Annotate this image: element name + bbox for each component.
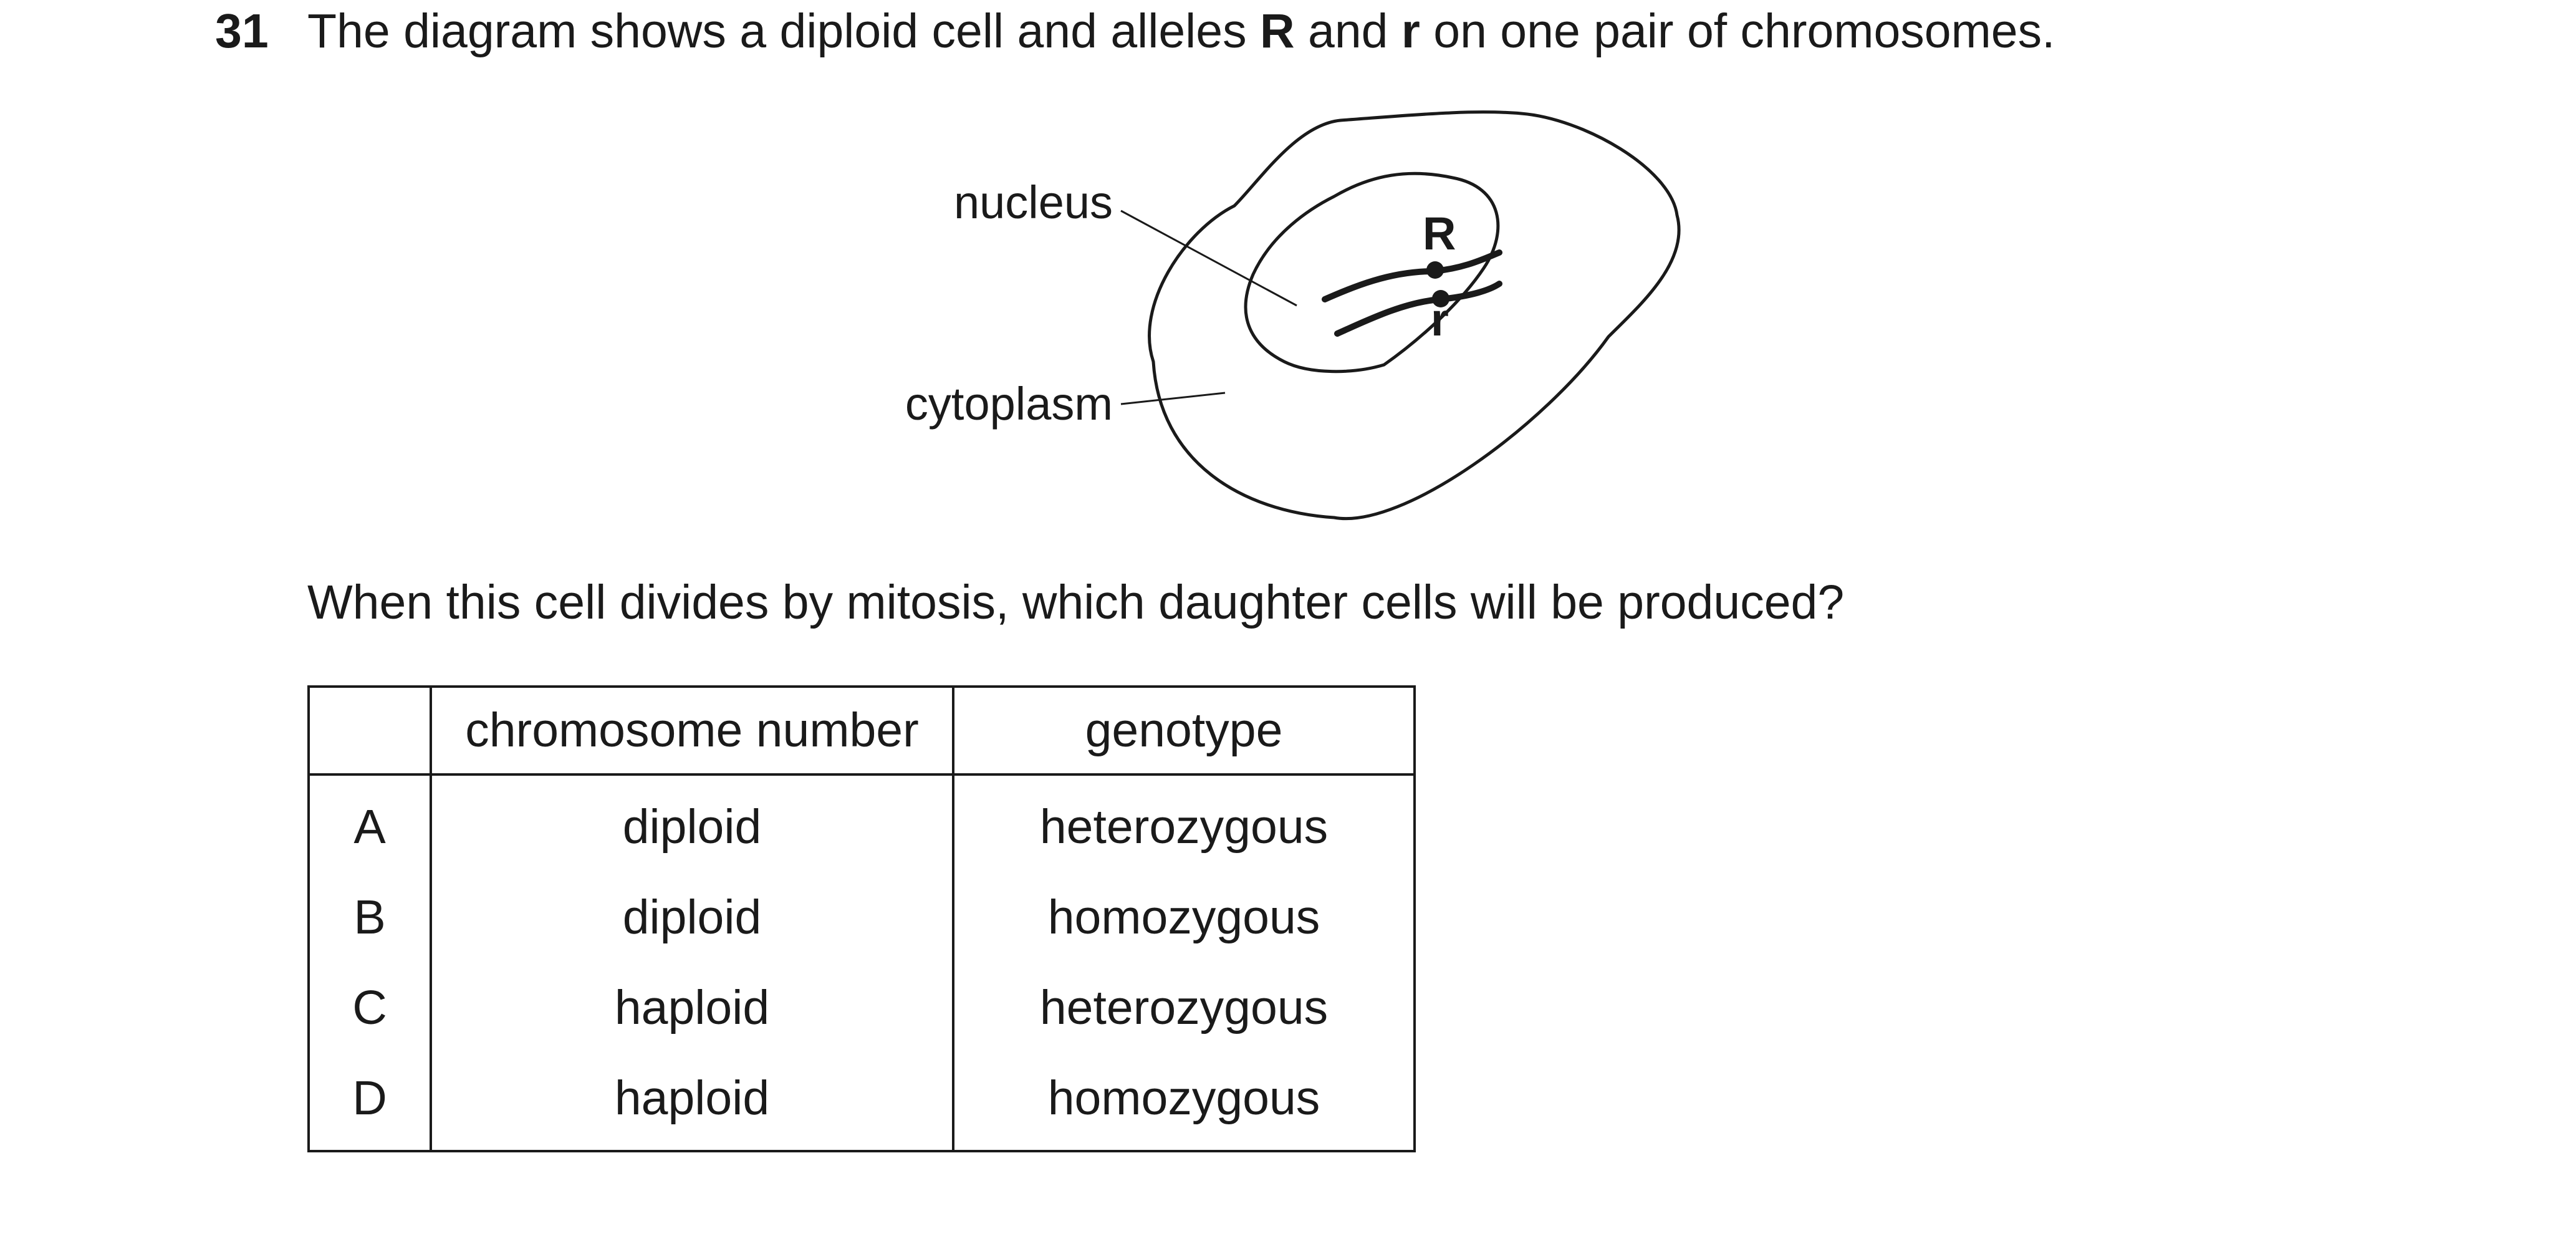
- nucleus-outline: [1244, 171, 1500, 374]
- option-row-c[interactable]: C haploid heterozygous: [307, 963, 1416, 1053]
- header-chromosome-number: chromosome number: [430, 687, 954, 776]
- nucleus-leader-line: [1120, 210, 1297, 307]
- option-row-d[interactable]: D haploid homozygous: [307, 1053, 1416, 1151]
- option-genotype: heterozygous: [952, 774, 1416, 872]
- allele-R-label: R: [1423, 208, 1456, 259]
- question-stem: The diagram shows a diploid cell and all…: [307, 2, 2055, 60]
- allele-r-locus: [1432, 290, 1449, 307]
- question-stem-part-2: and: [1294, 4, 1401, 58]
- option-key: B: [307, 872, 432, 963]
- option-row-a[interactable]: A diploid heterozygous: [307, 774, 1416, 872]
- header-genotype: genotype: [952, 687, 1416, 776]
- option-chromosome-number: haploid: [430, 963, 954, 1053]
- allele-r-label: r: [1431, 294, 1449, 345]
- table-header-row: chromosome number genotype: [307, 687, 1416, 776]
- cell-membrane-outline: [1148, 110, 1681, 521]
- option-chromosome-number: diploid: [430, 774, 954, 872]
- option-key: C: [307, 963, 432, 1053]
- question-stem-part-1: The diagram shows a diploid cell and all…: [307, 4, 1261, 58]
- cytoplasm-label: cytoplasm: [905, 378, 1113, 430]
- question-prompt: When this cell divides by mitosis, which…: [307, 576, 1845, 629]
- option-chromosome-number: diploid: [430, 872, 954, 963]
- option-key: D: [307, 1053, 432, 1151]
- option-genotype: homozygous: [952, 1053, 1416, 1151]
- cytoplasm-leader-line: [1120, 392, 1226, 405]
- option-chromosome-number: haploid: [430, 1053, 954, 1151]
- chromosome-lower: [1334, 281, 1502, 337]
- header-key: [307, 687, 432, 776]
- answer-options-table: chromosome number genotype A diploid het…: [307, 685, 1416, 1152]
- allele-r-text: r: [1401, 4, 1420, 58]
- option-genotype: heterozygous: [952, 963, 1416, 1053]
- option-key: A: [307, 774, 432, 872]
- nucleus-label: nucleus: [954, 176, 1113, 228]
- option-genotype: homozygous: [952, 872, 1416, 963]
- question-number: 31: [215, 4, 269, 58]
- option-row-b[interactable]: B diploid homozygous: [307, 872, 1416, 963]
- allele-R-locus: [1426, 261, 1444, 279]
- question-stem-part-3: on one pair of chromosomes.: [1420, 4, 2055, 58]
- cell-diagram: R r nucleus cytoplasm: [905, 110, 1681, 521]
- allele-R-text: R: [1260, 4, 1295, 58]
